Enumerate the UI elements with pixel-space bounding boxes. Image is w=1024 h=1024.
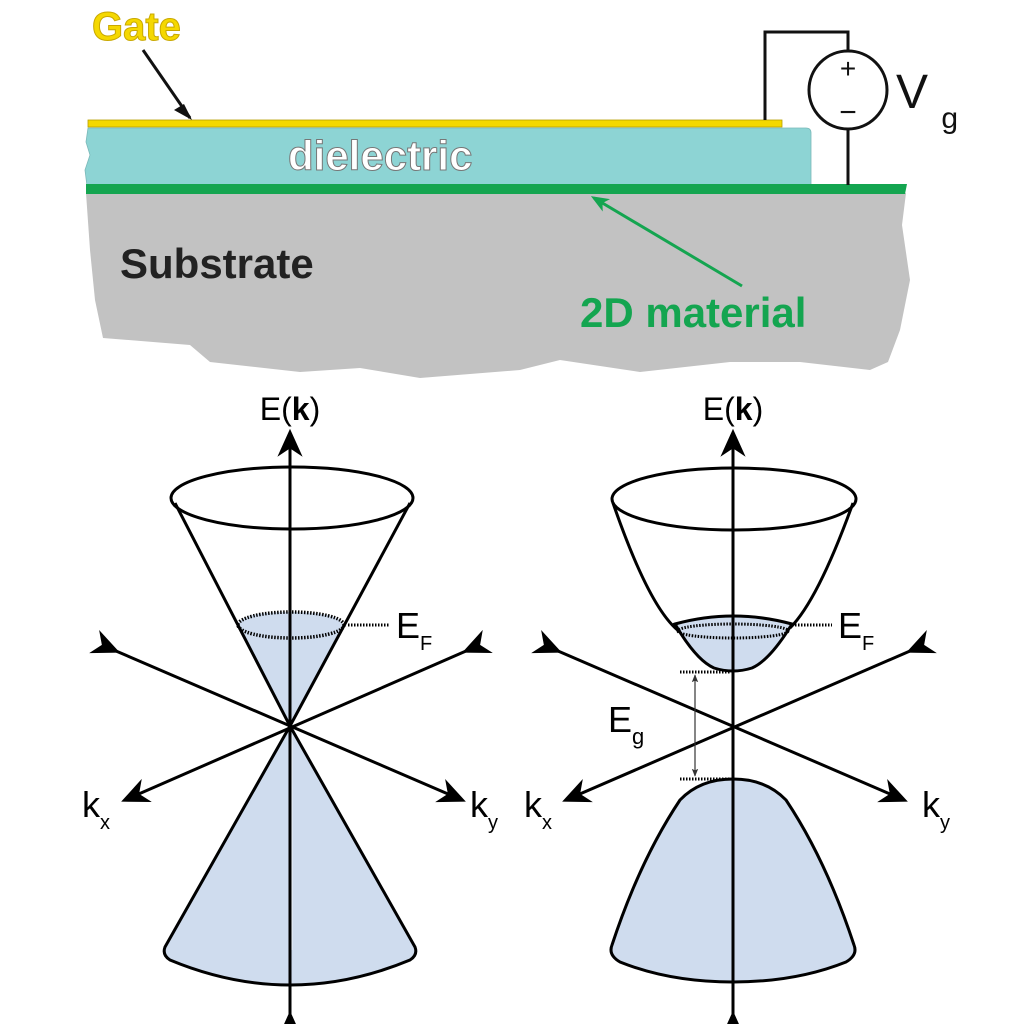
voltage-plus-sign: + — [840, 53, 856, 84]
axis-label-k: k — [292, 391, 310, 427]
2d-material-layer — [86, 184, 907, 194]
parabolic-ky-label: ky — [922, 784, 950, 834]
axis-label-prefix: E( — [703, 391, 735, 427]
axis-label-suffix: ) — [310, 391, 321, 427]
kx-main: k — [524, 784, 543, 825]
dielectric-label: dielectric — [288, 132, 472, 179]
voltage-minus-sign: − — [839, 96, 857, 129]
axis-label-prefix: E( — [260, 391, 292, 427]
band-gap-label: Eg — [608, 699, 644, 749]
kx-sub: x — [542, 812, 552, 834]
voltage-label: V g — [896, 66, 958, 135]
parabolic-energy-axis-label: E(k) — [703, 391, 763, 427]
substrate-block — [86, 193, 910, 378]
gate-label: Gate — [92, 5, 181, 49]
ky-sub: y — [488, 812, 498, 834]
conduction-band — [611, 502, 855, 634]
axis-label-suffix: ) — [753, 391, 764, 427]
parabolic-kx-label: kx — [524, 784, 552, 834]
voltage-source-circuit: + − V g — [763, 30, 958, 185]
ky-main: k — [922, 784, 941, 825]
fermi-sub: F — [862, 633, 874, 655]
gate-wire — [763, 30, 850, 120]
voltage-label-main: V — [896, 66, 928, 119]
dielectric-layer — [84, 127, 812, 187]
ky-sub: y — [940, 812, 950, 834]
cone-top-ellipse — [169, 465, 415, 531]
axis-label-k: k — [735, 391, 753, 427]
dirac-ky-label: ky — [470, 784, 498, 834]
fermi-main: E — [838, 605, 862, 646]
parabolic-bands-diagram: E(k) EF Eg kx ky — [524, 391, 950, 1024]
dirac-fermi-label: EF — [396, 605, 432, 655]
2d-material-label: 2D material — [580, 289, 806, 336]
voltage-source-icon — [807, 49, 889, 131]
fermi-sub: F — [420, 633, 432, 655]
gate-arrowhead-icon — [174, 104, 192, 120]
gap-sub: g — [632, 724, 644, 749]
kx-sub: x — [100, 812, 110, 834]
kx-main: k — [82, 784, 101, 825]
dirac-cone-diagram: E(k) EF kx ky — [82, 391, 498, 1024]
dirac-kx-label: kx — [82, 784, 110, 834]
device-schematic: Gate dielectric Substrate 2D material + … — [84, 5, 958, 378]
gate-electrode — [87, 119, 783, 128]
material-pointer-arrow — [590, 196, 743, 288]
voltage-label-sub: g — [941, 102, 958, 135]
gap-main: E — [608, 699, 632, 740]
fermi-main: E — [396, 605, 420, 646]
substrate-label: Substrate — [120, 240, 314, 287]
ky-main: k — [470, 784, 489, 825]
parabolic-fermi-label: EF — [838, 605, 874, 655]
dirac-energy-axis-label: E(k) — [260, 391, 320, 427]
